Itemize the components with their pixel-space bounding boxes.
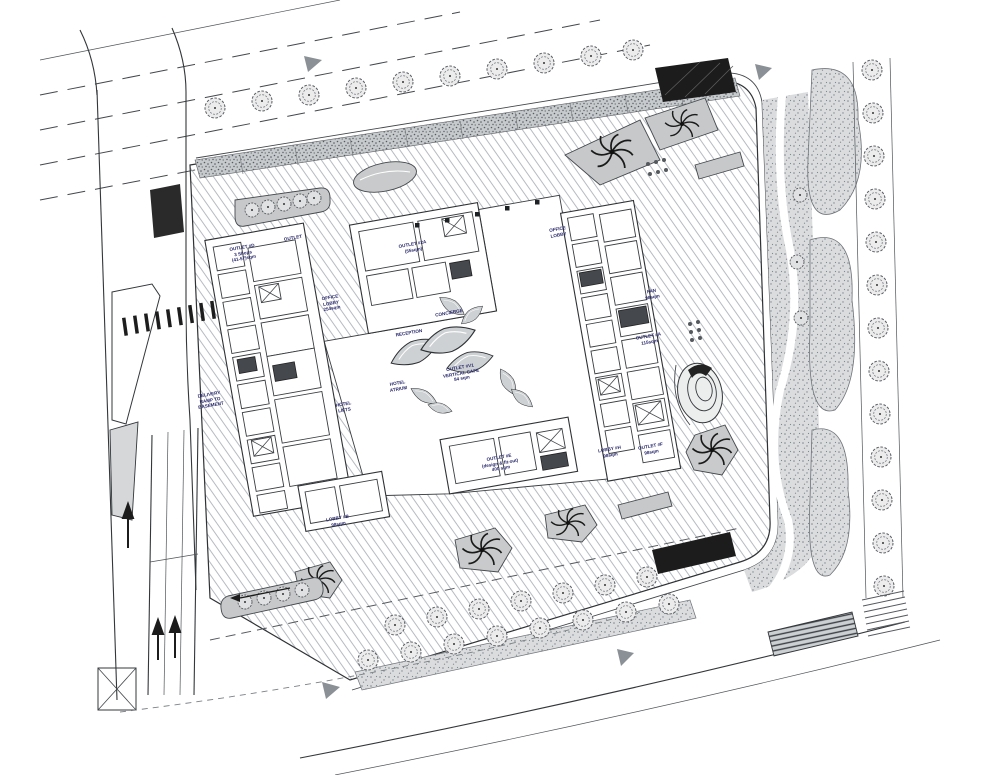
palm-planter bbox=[294, 97, 745, 599]
bottom-roads bbox=[119, 527, 941, 775]
plaza-markers bbox=[415, 158, 702, 342]
traffic-arrow-icon bbox=[121, 501, 182, 660]
dark-kiosk bbox=[150, 184, 184, 238]
right-landscape bbox=[744, 57, 904, 599]
plaza-features bbox=[220, 58, 745, 619]
street-tree-row-right bbox=[861, 59, 895, 597]
left-road bbox=[96, 89, 260, 711]
culvert-grate bbox=[767, 611, 859, 657]
building bbox=[204, 194, 682, 533]
spiral-feature bbox=[674, 362, 723, 426]
round-tree-planter bbox=[220, 161, 417, 619]
canopy-dark-south bbox=[652, 532, 736, 574]
canopy-dark bbox=[655, 58, 736, 102]
road-ladder-marks bbox=[861, 590, 911, 637]
